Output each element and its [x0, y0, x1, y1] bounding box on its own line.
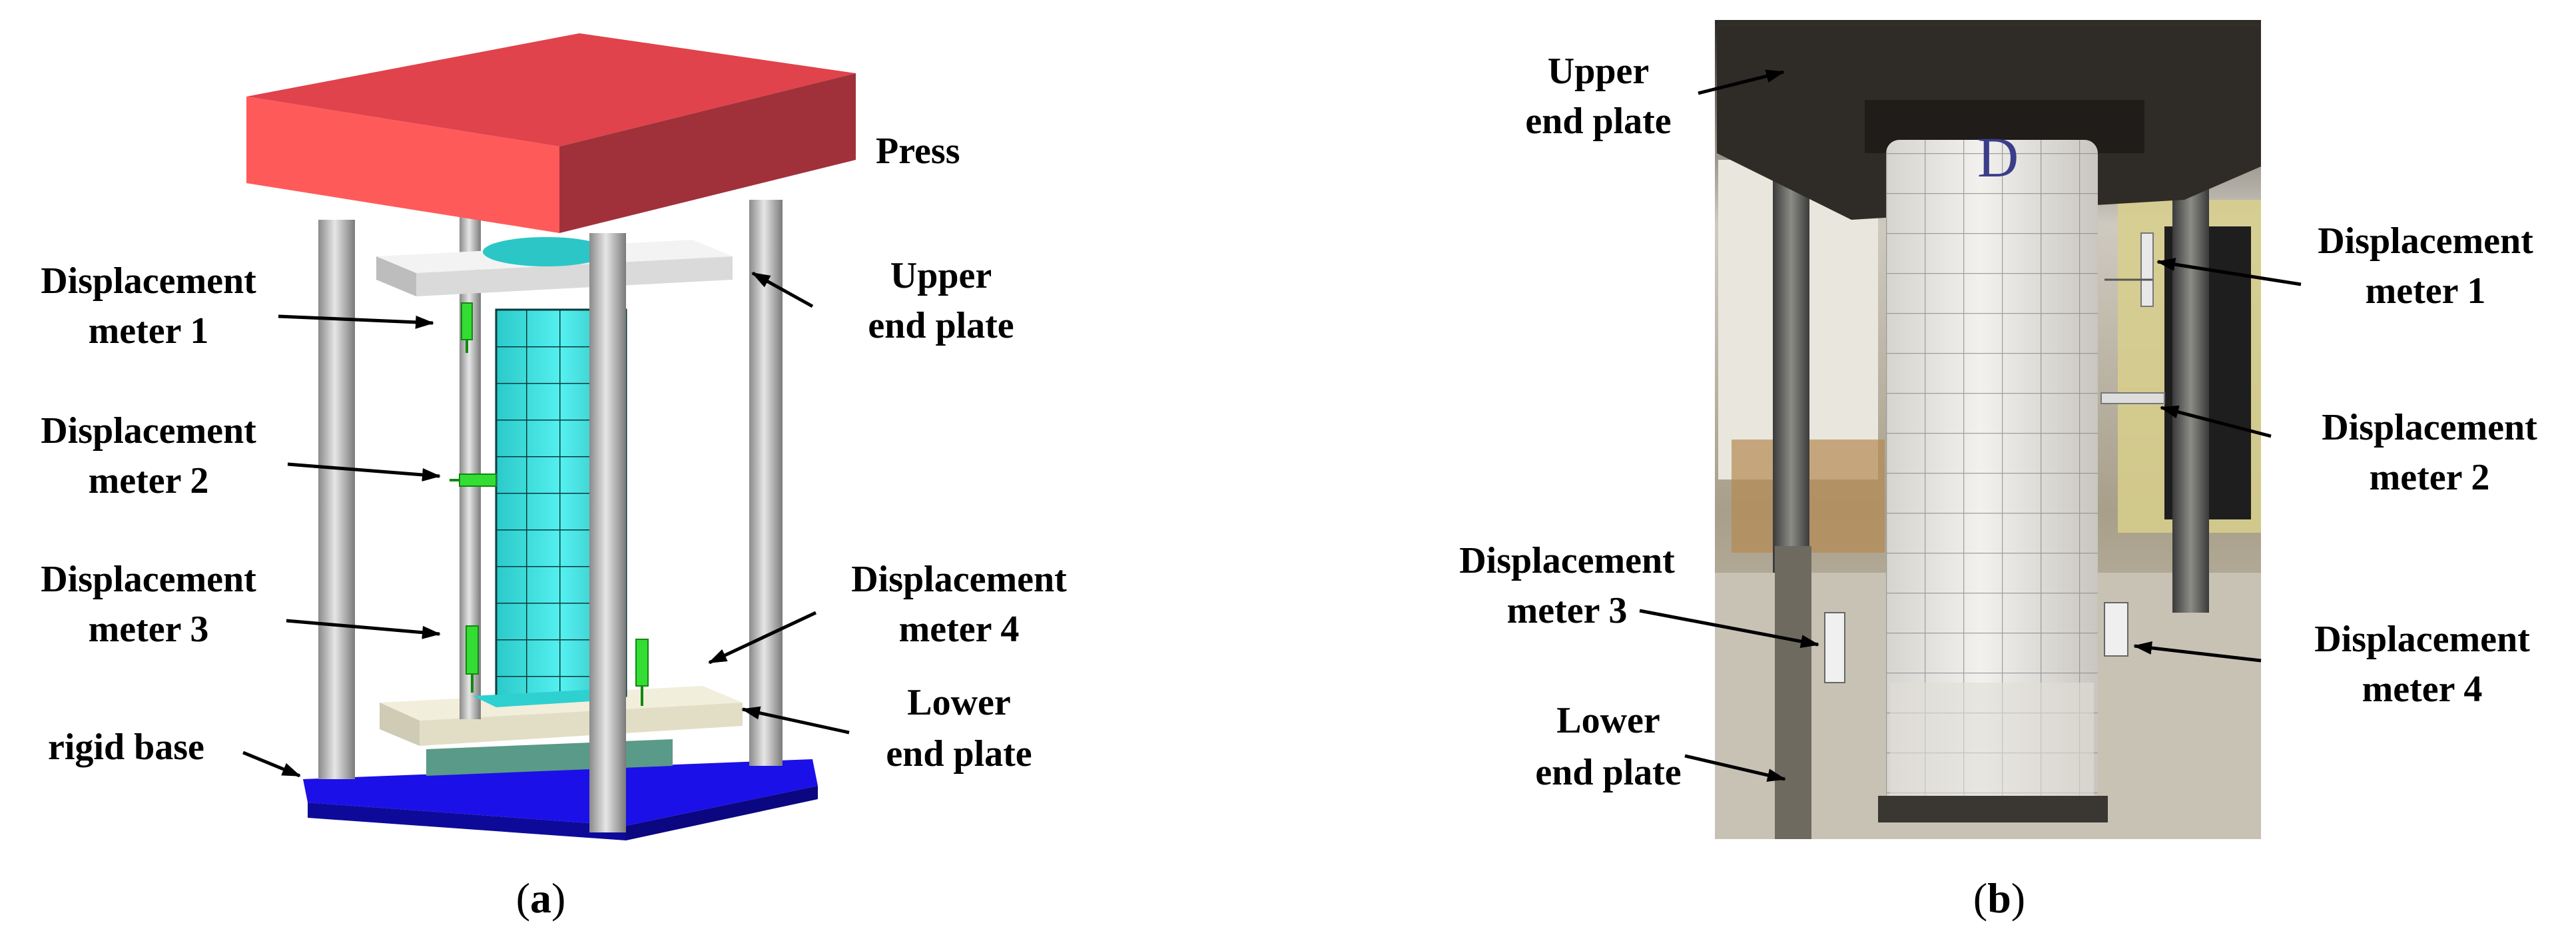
- rod-back-right: [749, 200, 783, 766]
- label-upper-plate-a2: end plate: [868, 305, 1014, 346]
- label-dm1-b2: meter 1: [2366, 270, 2486, 312]
- label-dm4-a1: Displacement: [851, 559, 1067, 600]
- photo-sensor-3: [1824, 612, 1845, 683]
- label-lower-plate-b2: end plate: [1535, 752, 1681, 793]
- caption-b: (b): [1973, 874, 2025, 922]
- label-upper-plate-a1: Upper: [890, 255, 992, 296]
- photo-sensor-2: [2100, 392, 2165, 404]
- panel-a-arrows: [242, 271, 850, 778]
- label-lower-plate-a2: end plate: [886, 733, 1032, 775]
- rod-front-right: [589, 233, 626, 832]
- label-upper-plate-b2: end plate: [1525, 101, 1671, 142]
- label-dm4-b1: Displacement: [2314, 619, 2530, 660]
- threaded-rod-left: [1773, 160, 1809, 573]
- label-dm4-b2: meter 4: [2362, 669, 2483, 710]
- label-dm3-b2: meter 3: [1507, 590, 1628, 631]
- label-press: Press: [876, 131, 960, 172]
- caption-b-letter: b: [1987, 874, 2011, 922]
- label-dm2-b1: Displacement: [2322, 407, 2537, 448]
- label-dm3-a1: Displacement: [41, 559, 256, 600]
- label-dm4-a2: meter 4: [899, 609, 1020, 650]
- caption-a-letter: a: [530, 874, 551, 922]
- upper-end-plate: [376, 237, 733, 296]
- sensor-2: [450, 473, 497, 487]
- threaded-rod-right: [2172, 160, 2209, 613]
- specimen-mark: D: [1977, 125, 2019, 189]
- label-upper-plate-b1: Upper: [1548, 51, 1649, 92]
- label-lower-plate-a1: Lower: [907, 682, 1011, 723]
- rigid-base: [303, 759, 818, 840]
- photo-sensor-4: [2104, 602, 2128, 657]
- rod-front-left: [318, 220, 355, 779]
- label-dm3-a2: meter 3: [89, 609, 209, 650]
- panel-b-arrows: [1639, 69, 2302, 782]
- photo-lower-plate: [1878, 796, 2108, 822]
- panel-a-diagram: Press Upper end plate Displacement meter…: [41, 33, 1067, 922]
- label-dm2-a1: Displacement: [41, 410, 256, 452]
- photo-sensor-1: [2140, 232, 2154, 307]
- label-dm2-a2: meter 2: [89, 460, 209, 501]
- label-dm1-a2: meter 1: [89, 310, 209, 352]
- caption-a: (a): [516, 874, 566, 922]
- sensor-4: [635, 639, 649, 706]
- label-dm1-a1: Displacement: [41, 260, 256, 302]
- panel-b-photo: D Upper end plate Displacement meter 1 D…: [1459, 20, 2537, 922]
- press-block: [246, 33, 856, 233]
- label-dm3-b1: Displacement: [1459, 540, 1675, 581]
- label-lower-plate-b1: Lower: [1556, 700, 1660, 741]
- label-dm2-b2: meter 2: [2370, 457, 2490, 498]
- sensor-3: [466, 625, 479, 693]
- label-rigid-base: rigid base: [48, 727, 204, 768]
- sensor-1: [461, 302, 473, 353]
- label-dm1-b1: Displacement: [2318, 220, 2533, 262]
